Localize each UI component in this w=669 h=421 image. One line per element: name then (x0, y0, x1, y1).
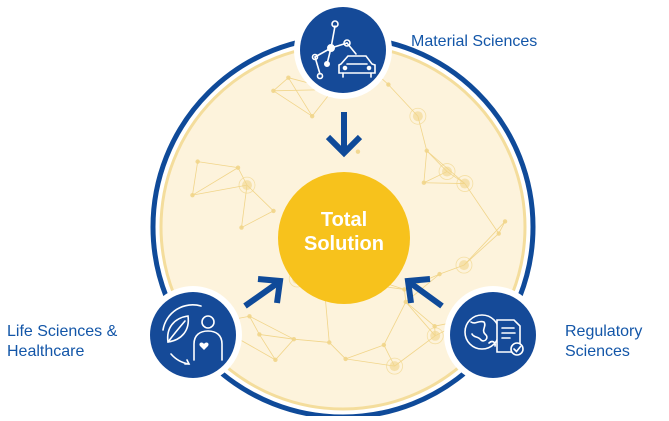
network-node (382, 343, 386, 347)
network-node (273, 358, 277, 362)
network-node (292, 337, 296, 341)
network-node (442, 167, 452, 177)
network-node (242, 180, 252, 190)
network-node (236, 165, 240, 169)
network-node (460, 179, 470, 189)
network-node (327, 340, 331, 344)
material-sciences-label: Material Sciences (411, 32, 537, 52)
center-label-line2: Solution (283, 232, 405, 256)
network-node (422, 181, 426, 185)
network-node (310, 114, 314, 118)
regulatory-sciences-label-line2: Sciences (565, 342, 665, 362)
network-node (239, 225, 243, 229)
network-node (343, 357, 347, 361)
network-node (430, 331, 440, 341)
network-node (413, 111, 423, 121)
network-node (247, 314, 251, 318)
network-node (425, 149, 429, 153)
network-node (459, 260, 469, 270)
network-node (190, 193, 194, 197)
network-node (437, 272, 441, 276)
network-node (257, 332, 261, 336)
material-sciences-node (300, 7, 386, 93)
life-sciences-label-line1: Life Sciences & (7, 322, 147, 342)
network-node (497, 231, 501, 235)
network-node (286, 75, 290, 79)
life-sciences-label-line2: Healthcare (7, 342, 147, 362)
network-node (356, 149, 360, 153)
life-sciences-label: Life Sciences & Healthcare (7, 322, 147, 362)
network-node (271, 89, 275, 93)
center-label-line1: Total (283, 208, 405, 232)
network-node (404, 300, 408, 304)
center-label: Total Solution (283, 208, 405, 256)
regulatory-sciences-label: Regulatory Sciences (565, 322, 665, 362)
life-sciences-node (150, 292, 236, 378)
network-node (386, 82, 390, 86)
regulatory-sciences-node (450, 292, 536, 378)
network-node (390, 361, 400, 371)
network-node (503, 219, 507, 223)
network-node (195, 159, 199, 163)
network-node (271, 209, 275, 213)
regulatory-sciences-label-line1: Regulatory (565, 322, 665, 342)
